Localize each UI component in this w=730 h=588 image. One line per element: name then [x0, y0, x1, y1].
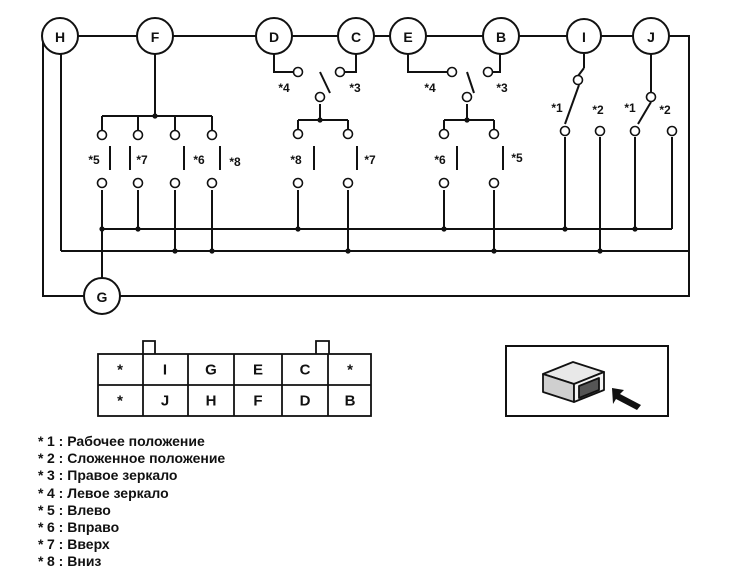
pin-bottom-6: B: [345, 393, 356, 410]
pin-bottom-4: F: [253, 393, 262, 410]
pin-top-1: *: [117, 362, 123, 379]
legend-separator: :: [54, 501, 68, 518]
node-c-label: C: [351, 29, 361, 45]
legend: *1 : Рабочее положение*2 : Сложенное пол…: [38, 433, 225, 571]
legend-key: 3: [47, 467, 55, 484]
node-b-label: B: [496, 29, 506, 45]
legend-asterisk: *: [38, 467, 44, 484]
legend-key: 4: [47, 484, 55, 501]
label-left-8: *8: [229, 155, 241, 169]
legend-key: 5: [47, 501, 55, 518]
pin-top-3: G: [205, 362, 217, 379]
legend-item: *7 : Вверх: [38, 536, 225, 553]
legend-asterisk: *: [38, 501, 44, 518]
connector-plug-icon: [542, 361, 605, 403]
label-left-7: *7: [136, 153, 148, 167]
legend-text: Вниз: [67, 553, 102, 570]
legend-text: Влево: [67, 501, 111, 518]
legend-separator: :: [54, 484, 68, 501]
legend-separator: :: [54, 518, 68, 535]
legend-text: Рабочее положение: [67, 433, 205, 449]
legend-separator: :: [54, 433, 68, 449]
connector-illustration: [505, 345, 669, 417]
node-circles: [41, 17, 670, 315]
label-right-6: *6: [434, 153, 446, 167]
node-g-label: G: [97, 289, 108, 305]
legend-item: *8 : Вниз: [38, 553, 225, 570]
junction-dots: [99, 113, 638, 254]
label-j-1: *1: [624, 101, 636, 115]
connector-pinout: * I G E C * * J H F D B: [97, 340, 372, 417]
pin-top-5: C: [300, 362, 311, 379]
legend-separator: :: [54, 536, 68, 553]
legend-item: *3 : Правое зеркало: [38, 467, 225, 484]
label-fold-right-3: *3: [496, 81, 508, 95]
node-h-label: H: [55, 29, 65, 45]
label-mid-7: *7: [364, 153, 376, 167]
label-i-2: *2: [592, 103, 604, 117]
legend-item: *5 : Влево: [38, 502, 225, 519]
pin-top-2: I: [163, 362, 167, 379]
pin-bottom-2: J: [161, 393, 169, 410]
legend-text: Левое зеркало: [67, 484, 169, 501]
pin-top-6: *: [347, 362, 353, 379]
legend-text: Вправо: [67, 518, 120, 535]
label-mid-8: *8: [290, 153, 302, 167]
node-f-label: F: [151, 29, 160, 45]
legend-key: 2: [47, 450, 55, 467]
legend-asterisk: *: [38, 433, 44, 449]
legend-asterisk: *: [38, 484, 44, 501]
legend-separator: :: [54, 553, 68, 570]
legend-key: 7: [47, 536, 55, 553]
legend-separator: :: [54, 467, 68, 484]
node-d-label: D: [269, 29, 279, 45]
label-j-2: *2: [659, 103, 671, 117]
pin-bottom-1: *: [117, 393, 123, 410]
pin-bottom-3: H: [206, 393, 217, 410]
legend-asterisk: *: [38, 536, 44, 553]
label-i-1: *1: [551, 101, 563, 115]
legend-key: 6: [47, 518, 55, 535]
legend-asterisk: *: [38, 518, 44, 535]
wires: [42, 35, 690, 297]
legend-item: *2 : Сложенное положение: [38, 450, 225, 467]
legend-key: 8: [47, 553, 55, 570]
pin-bottom-5: D: [300, 393, 311, 410]
contact-terminals: [96, 66, 678, 189]
legend-text: Правое зеркало: [67, 467, 178, 484]
label-right-5: *5: [511, 151, 523, 165]
legend-item: *4 : Левое зеркало: [38, 485, 225, 502]
label-left-6: *6: [193, 153, 205, 167]
label-fold-right-4: *4: [424, 81, 436, 95]
pin-top-4: E: [253, 362, 263, 379]
label-fold-left-3: *3: [349, 81, 361, 95]
legend-key: 1: [47, 433, 55, 449]
label-fold-left-4: *4: [278, 81, 290, 95]
label-left-5: *5: [88, 153, 100, 167]
node-j-label: J: [647, 29, 655, 45]
legend-item: *1 : Рабочее положение: [38, 433, 225, 450]
legend-text: Сложенное положение: [67, 450, 226, 467]
legend-asterisk: *: [38, 553, 44, 570]
node-e-label: E: [403, 29, 412, 45]
node-i-label: I: [582, 29, 586, 45]
legend-asterisk: *: [38, 450, 44, 467]
insert-arrow-icon: [612, 388, 641, 410]
legend-item: *6 : Вправо: [38, 519, 225, 536]
legend-separator: :: [54, 450, 68, 467]
legend-text: Вверх: [67, 536, 110, 553]
